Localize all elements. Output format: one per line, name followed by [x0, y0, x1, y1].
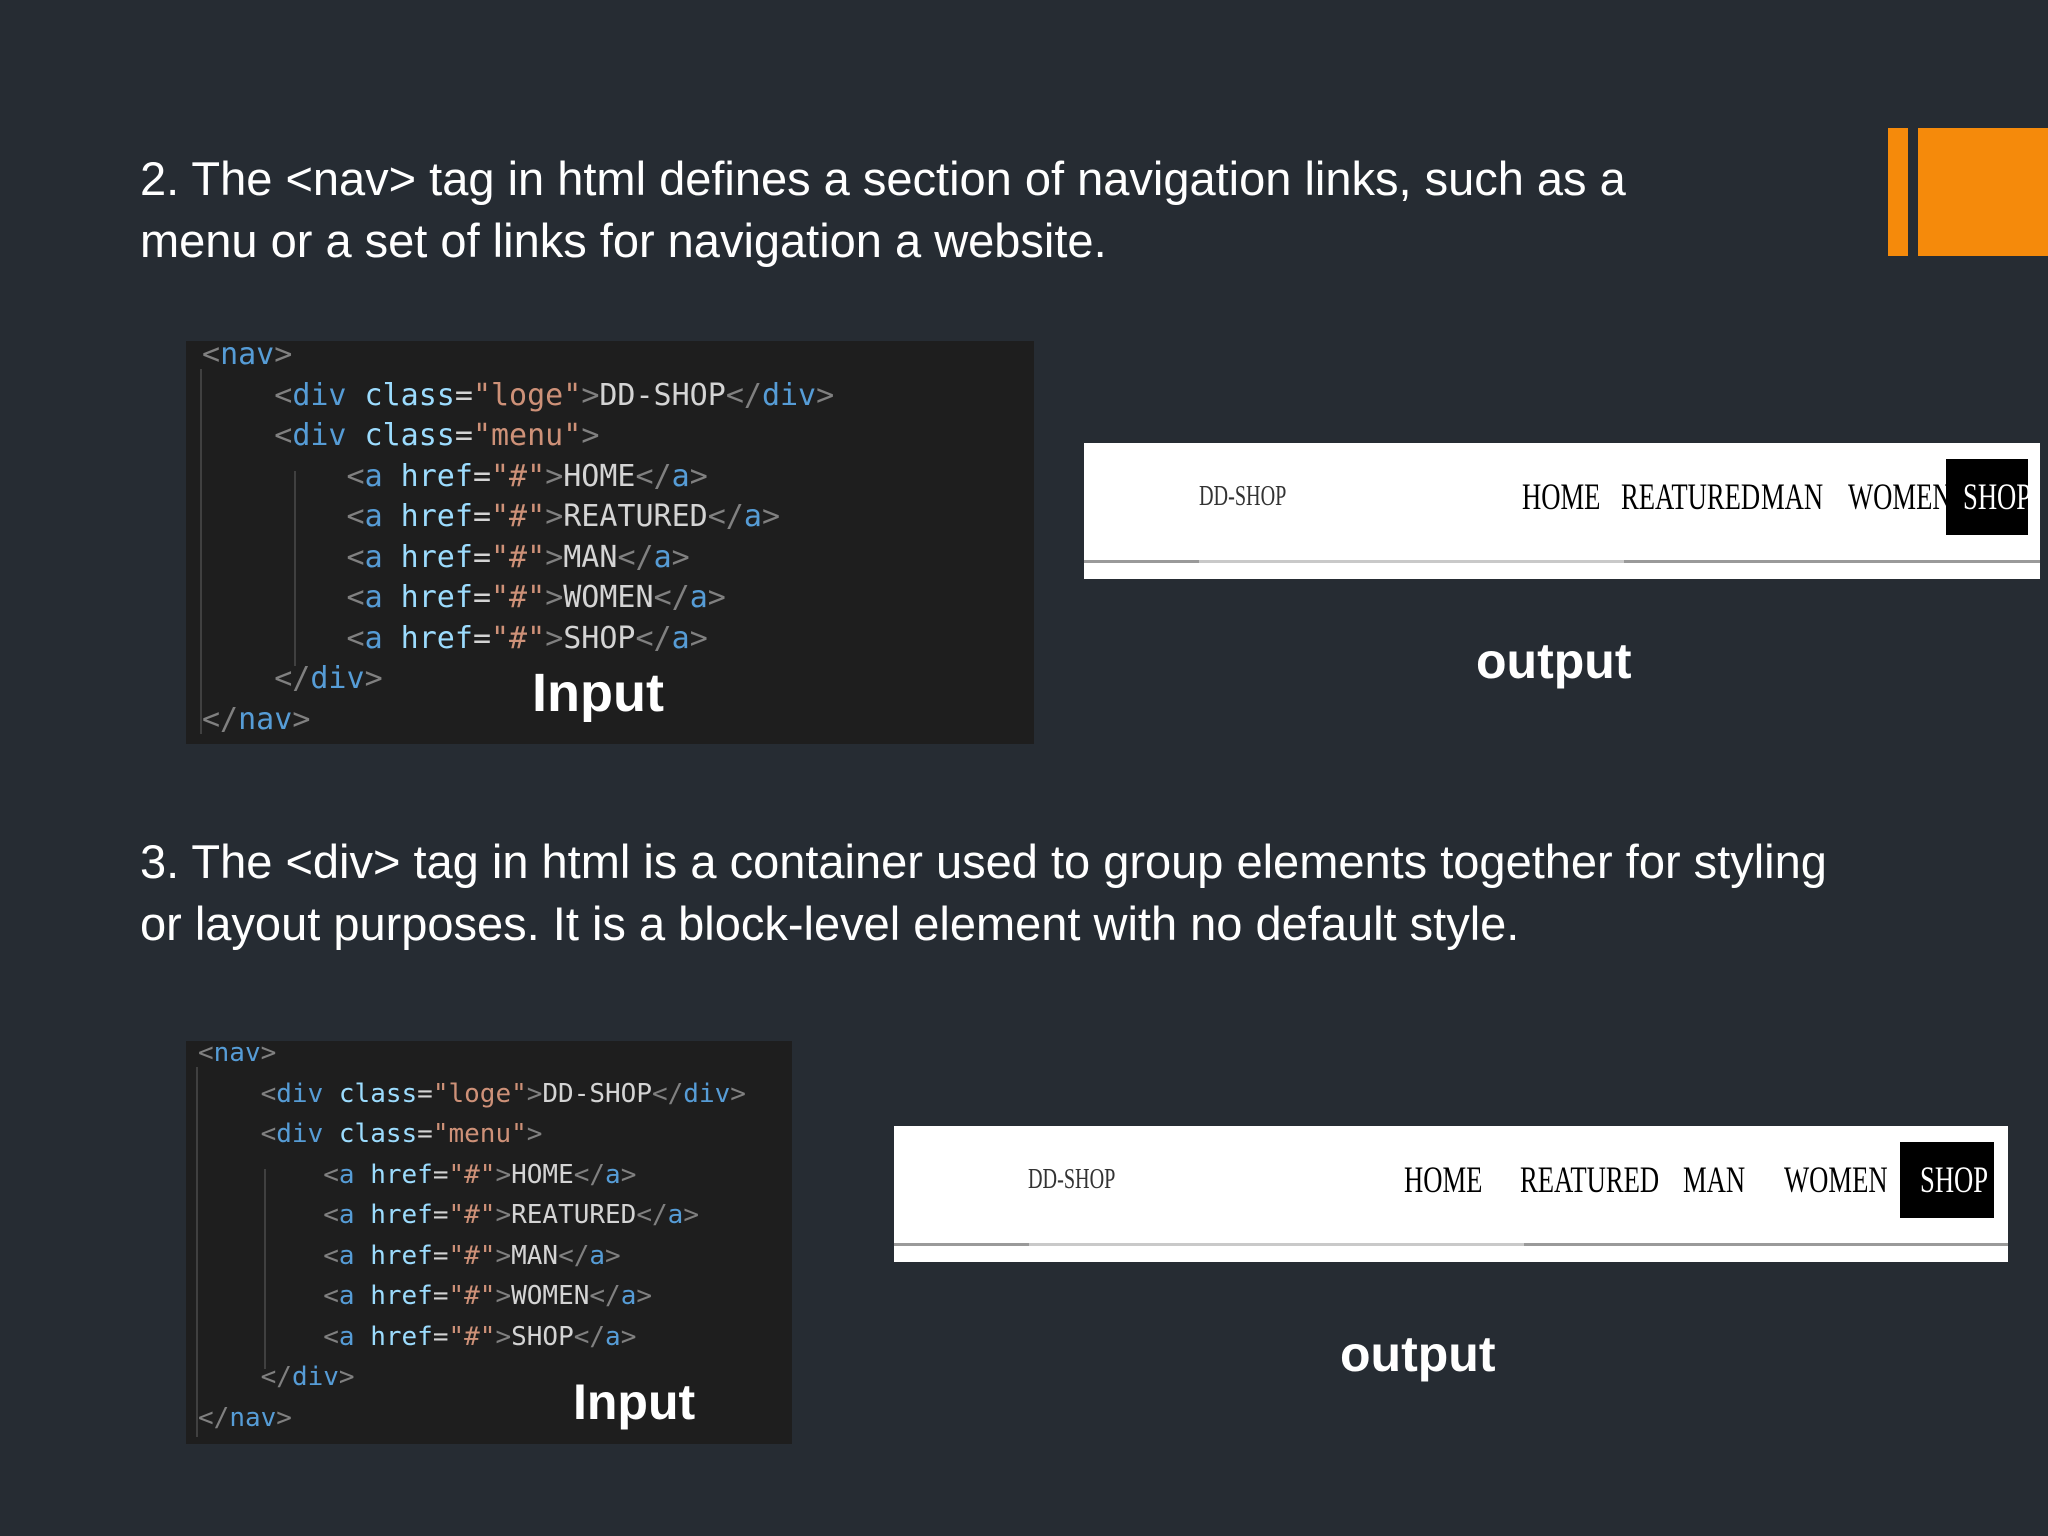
section-2-line-1: 3. The <div> tag in html is a container …	[140, 835, 1827, 888]
code-line: <a href="#">WOMEN</a>	[323, 1281, 653, 1311]
code-line: <a href="#">MAN</a>	[346, 539, 690, 575]
section-1-nav-preview: DD-SHOP HOME REATURED MAN WOMEN SHOP	[1084, 443, 2040, 579]
nav-link-women[interactable]: WOMEN	[1848, 477, 1952, 518]
indent-guide	[196, 1067, 198, 1437]
code-line: <a href="#">REATURED</a>	[346, 499, 781, 534]
nav-link-reatured[interactable]: REATURED	[1621, 477, 1761, 518]
accent-bar-thin	[1888, 128, 1908, 256]
nav-link-women[interactable]: WOMEN	[1784, 1160, 1888, 1201]
code-line: <a href="#">REATURED</a>	[323, 1200, 699, 1230]
code-line: <a href="#">MAN</a>	[323, 1240, 621, 1271]
nav-shop-button[interactable]: SHOP	[1900, 1142, 1994, 1218]
nav-underline-shadow	[1084, 560, 1199, 563]
nav-logo: DD-SHOP	[1199, 481, 1287, 512]
nav-underline-shadow	[894, 1243, 1029, 1246]
nav-shop-label: SHOP	[1920, 1160, 1989, 1201]
code-line: <div class="loge">DD-SHOP</div>	[260, 1078, 746, 1109]
code-line: <div class="loge">DD-SHOP</div>	[274, 377, 835, 413]
section-2-output-label: output	[1340, 1326, 1496, 1382]
section-2-input-label: Input	[573, 1374, 696, 1430]
indent-guide	[200, 369, 202, 734]
section-1-line-1: 2. The <nav> tag in html defines a secti…	[140, 152, 1626, 205]
section-1-description: 2. The <nav> tag in html defines a secti…	[140, 148, 1626, 272]
code-line: <a href="#">WOMEN</a>	[346, 580, 726, 615]
code-line: <div class="menu">	[274, 418, 600, 453]
code-line: <nav>	[202, 341, 293, 372]
code-line: </div>	[260, 1362, 355, 1392]
code-line: </nav>	[202, 701, 311, 737]
code-line: <nav>	[198, 1041, 277, 1068]
nav-link-home[interactable]: HOME	[1404, 1160, 1483, 1201]
nav-link-reatured[interactable]: REATURED	[1520, 1160, 1660, 1201]
section-1-line-2: menu or a set of links for navigation a …	[140, 214, 1107, 267]
section-1-input-label: Input	[532, 663, 664, 723]
code-line: <a href="#">SHOP</a>	[346, 620, 708, 656]
nav-link-home[interactable]: HOME	[1522, 477, 1601, 518]
nav-logo: DD-SHOP	[1028, 1164, 1116, 1195]
code-lines: <nav> <div class="loge">DD-SHOP</div> <d…	[198, 1041, 746, 1438]
code-line: </nav>	[198, 1402, 292, 1433]
section-1-output-label: output	[1476, 633, 1632, 689]
nav-shop-label: SHOP	[1963, 477, 2032, 518]
nav-underline	[894, 1243, 2008, 1246]
code-lines: <nav> <div class="loge">DD-SHOP</div> <d…	[202, 341, 834, 740]
code-line: <a href="#">HOME</a>	[346, 458, 708, 494]
accent-bar-thick	[1918, 128, 2048, 256]
nav-underline	[1084, 560, 2040, 563]
indent-guide	[264, 1169, 266, 1369]
nav-link-man[interactable]: MAN	[1683, 1160, 1746, 1201]
indent-guide	[294, 471, 296, 666]
nav-underline-shadow	[1624, 560, 2040, 563]
section-2-line-2: or layout purposes. It is a block-level …	[140, 897, 1520, 950]
section-1-code-block: <nav> <div class="loge">DD-SHOP</div> <d…	[186, 341, 1034, 744]
nav-link-man[interactable]: MAN	[1761, 477, 1824, 518]
nav-shop-button[interactable]: SHOP	[1946, 459, 2032, 535]
nav-underline-shadow	[1524, 1243, 2008, 1246]
section-2-code-block: <nav> <div class="loge">DD-SHOP</div> <d…	[186, 1041, 792, 1444]
code-line: </div>	[274, 661, 383, 696]
section-2-nav-preview: DD-SHOP HOME REATURED MAN WOMEN SHOP	[894, 1126, 2008, 1262]
code-line: <a href="#">HOME</a>	[323, 1159, 637, 1190]
code-line: <a href="#">SHOP</a>	[323, 1321, 637, 1352]
code-line: <div class="menu">	[260, 1119, 543, 1149]
section-2-description: 3. The <div> tag in html is a container …	[140, 831, 1827, 955]
